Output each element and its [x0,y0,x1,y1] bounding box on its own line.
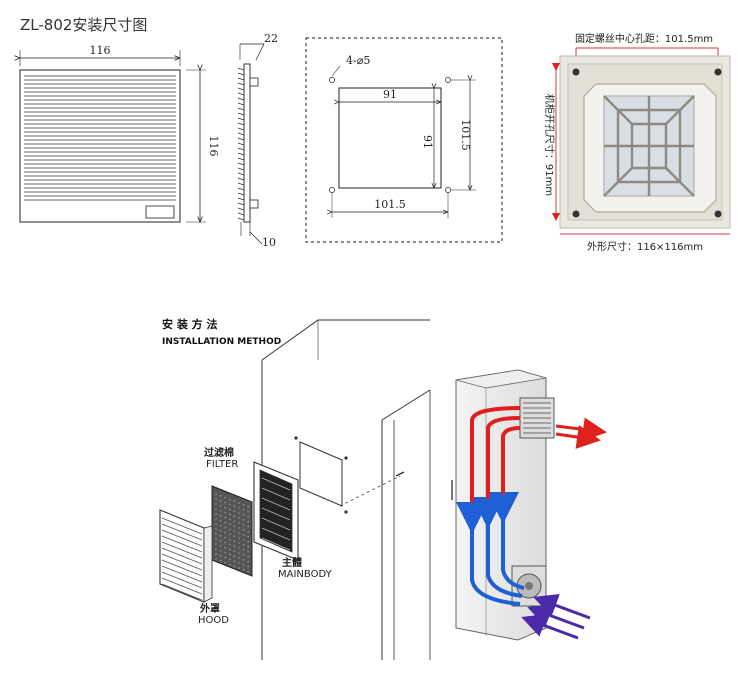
front-louvers [24,75,176,201]
hood-part: 外罩 HOOD [159,509,229,626]
photo-side-label: 机柜开孔尺寸：91mm [543,94,556,196]
cutout-inner-height-label: 91 [421,135,434,149]
install-title-en: INSTALLATION METHOD [162,337,281,347]
photo-bottom-label: 外形尺寸：116×116mm [587,240,703,253]
cutout-holes-label: 4-⌀5 [346,54,370,67]
front-height-label: 116 [207,136,220,157]
hood-label-en: HOOD [198,615,229,626]
filter-label-en: FILTER [206,459,238,470]
cutout-screw-holes [329,77,451,193]
mainbody-part: 主體 MAINBODY [253,461,333,580]
side-view: 22 10 [237,32,278,249]
mainbody-label-cn: 主體 [282,556,302,569]
cutout-view: 4-⌀5 91 91 101.5 101.5 [305,37,503,243]
install-title-cn: 安 装 方 法 [162,317,218,331]
front-view: 116 116 [20,44,220,222]
installation-section: 安 装 方 法 INSTALLATION METHOD 主體 MAINBODY [159,317,607,660]
hood-label-cn: 外罩 [199,602,220,615]
product-photo: 固定螺丝中心孔距：101.5mm 机柜开孔尺寸：91mm 外形尺寸：116×11… [543,32,731,253]
cutout-inner-width-label: 91 [383,88,397,101]
page-title: ZL-802安装尺寸图 [20,16,148,34]
photo-top-label: 固定螺丝中心孔距：101.5mm [575,32,713,45]
side-depth-top-label: 22 [264,32,278,45]
cutout-pitch-height-label: 101.5 [459,119,472,151]
cutout-pitch-width-label: 101.5 [374,198,406,211]
front-width-label: 116 [90,44,111,57]
side-teeth [237,67,245,221]
side-depth-bottom-label: 10 [262,236,276,249]
photo-grille [603,95,695,197]
cabinet-airflow [451,369,607,641]
filter-label-cn: 过滤棉 [204,446,234,459]
mainbody-label-en: MAINBODY [278,569,333,580]
